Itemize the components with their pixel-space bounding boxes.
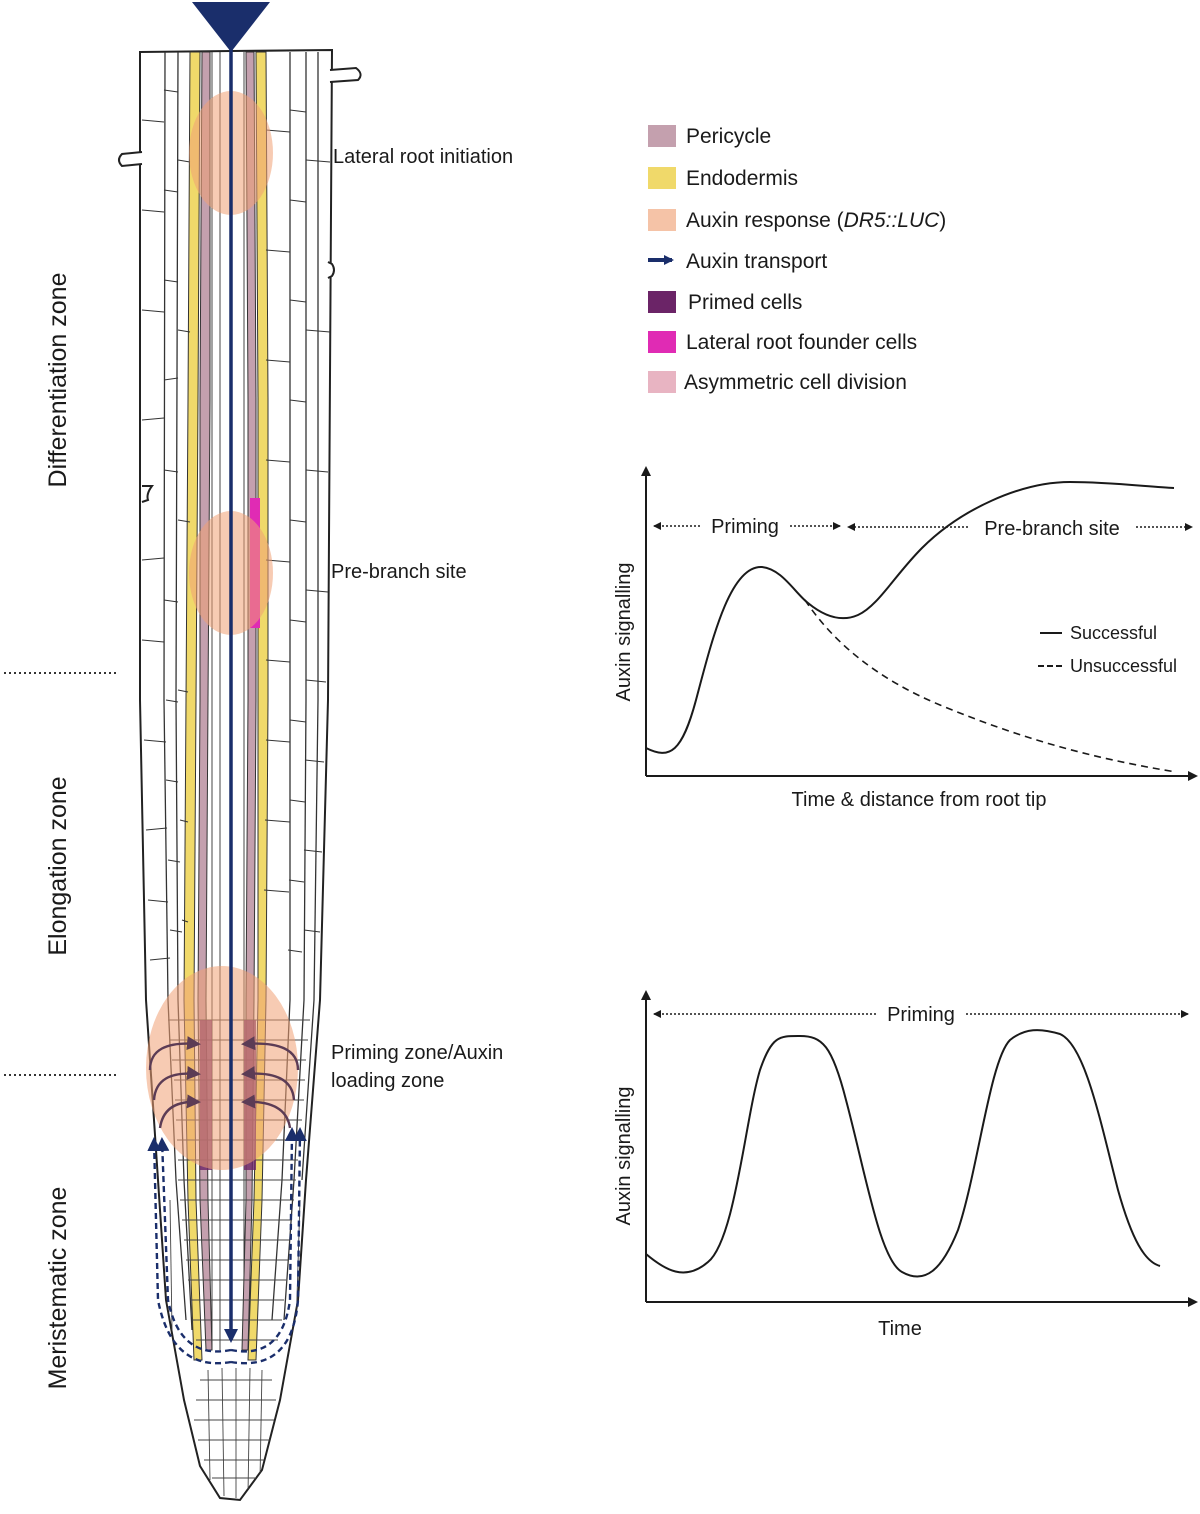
auxin-response-priming-zone	[146, 966, 298, 1170]
legend-label-auxin-response: Auxin response (DR5::LUC)	[686, 209, 946, 232]
chart1-xlabel: Time & distance from root tip	[792, 789, 1047, 811]
legend-label-pericycle: Pericycle	[686, 125, 771, 148]
legend-label-auxin-response-italic: DR5::LUC	[844, 209, 941, 232]
zone-label-meristematic: Meristematic zone	[44, 1187, 72, 1390]
legend-label-auxin-transport: Auxin transport	[686, 250, 827, 273]
cell-walls	[141, 89, 331, 961]
legend-swatch-primed-cells	[648, 291, 676, 313]
legend-swatch-asymmetric-division	[648, 371, 676, 393]
legend-swatch-endodermis	[648, 167, 676, 189]
chart1-ylabel: Auxin signalling	[613, 563, 635, 702]
zone-label-differentiation: Differentiation zone	[44, 273, 72, 488]
chart1-phase-prebranch: Pre-branch site	[984, 518, 1120, 540]
chart1-series-unsuccessful	[804, 599, 1177, 773]
auxin-transport-inlet	[192, 2, 270, 52]
legend-label-asymmetric-division: Asymmetric cell division	[684, 371, 907, 394]
chart1-series-successful	[645, 480, 1175, 754]
legend-swatch-pericycle	[648, 125, 676, 147]
callout-pre-branch-site: Pre-branch site	[331, 561, 467, 583]
auxin-reflux-loops	[147, 1127, 307, 1365]
legend-label-endodermis: Endodermis	[686, 167, 798, 190]
legend-label-founder-cells: Lateral root founder cells	[686, 331, 917, 354]
lateral-auxin-arrows	[148, 1036, 300, 1129]
legend-label-auxin-response-suffix: )	[939, 209, 946, 232]
legend-swatch-auxin-response	[648, 209, 676, 231]
chart-1: Auxin signalling Time & distance from ro…	[613, 466, 1198, 811]
root-outline	[139, 48, 334, 1502]
chart-2: Auxin signalling Time Priming	[613, 990, 1198, 1340]
legend: Pericycle Endodermis Auxin response (DR5…	[648, 125, 946, 394]
chart2-xlabel: Time	[878, 1318, 922, 1340]
chart2-ylabel: Auxin signalling	[613, 1087, 635, 1226]
chart1-phase-priming: Priming	[711, 516, 779, 538]
chart1-legend-unsuccessful: Unsuccessful	[1070, 656, 1177, 676]
callout-priming-zone-line1: Priming zone/Auxin	[331, 1042, 503, 1064]
callout-lateral-root-initiation: Lateral root initiation	[333, 146, 513, 168]
legend-swatch-founder-cells	[648, 331, 676, 353]
legend-label-primed-cells: Primed cells	[688, 291, 802, 314]
legend-label-auxin-response-prefix: Auxin response (	[686, 209, 844, 232]
chart2-series-oscillation	[645, 1029, 1161, 1278]
chart1-legend-successful: Successful	[1070, 623, 1157, 643]
root-hairs	[118, 66, 362, 503]
chart2-phase-priming: Priming	[887, 1004, 955, 1026]
root-illustration	[118, 2, 362, 1502]
zone-label-elongation: Elongation zone	[44, 776, 72, 955]
callout-priming-zone-line2: loading zone	[331, 1070, 444, 1092]
